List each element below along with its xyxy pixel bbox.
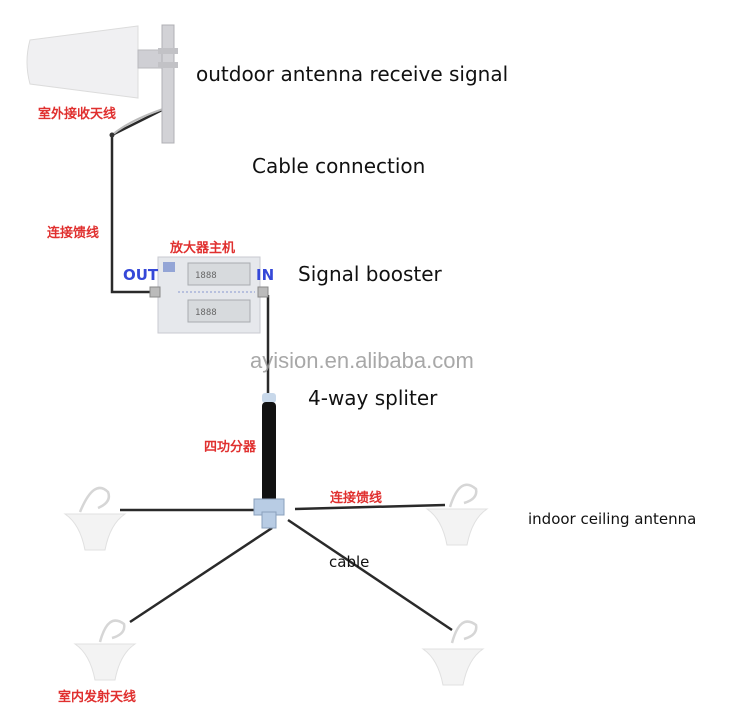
label-cable-connection: Cable connection <box>252 154 426 178</box>
label-cable: cable <box>329 553 370 571</box>
label-signal-booster: Signal booster <box>298 262 442 286</box>
port-in-label: IN <box>256 266 275 284</box>
cn-label-splitter: 四功分器 <box>204 440 257 455</box>
svg-text:1888: 1888 <box>195 308 217 318</box>
label-outdoor-antenna: outdoor antenna receive signal <box>196 62 509 86</box>
cables <box>110 106 453 632</box>
indoor-antenna-bottom-left <box>73 619 137 681</box>
cable-splitter-bottom-right <box>287 518 453 632</box>
indoor-antenna-right <box>425 483 489 546</box>
svg-text:1888: 1888 <box>195 271 217 281</box>
cn-label-feeder-cable-1: 连接馈线 <box>47 226 100 241</box>
port-out-label: OUT <box>123 266 159 284</box>
cable-outdoor-to-booster <box>110 106 167 294</box>
label-splitter: 4-way spliter <box>308 386 438 410</box>
cn-label-indoor-antenna: 室内发射天线 <box>58 690 137 705</box>
splitter-device <box>253 393 285 529</box>
indoor-antenna-bottom-right <box>421 620 485 686</box>
label-indoor-antenna: indoor ceiling antenna <box>528 510 697 528</box>
watermark: ayision.en.alibaba.com <box>250 348 474 373</box>
cn-label-booster-host: 放大器主机 <box>170 241 236 256</box>
indoor-antenna-left <box>63 486 127 551</box>
cable-splitter-right <box>294 503 446 511</box>
outdoor-antenna <box>26 24 178 144</box>
cn-label-outdoor-antenna: 室外接收天线 <box>38 107 117 122</box>
signal-booster-device: 1888 1888 <box>149 256 269 334</box>
cable-outdoor-pigtail <box>111 107 167 136</box>
cn-label-feeder-cable-2: 连接馈线 <box>330 491 383 506</box>
cable-splitter-bottom-left <box>129 526 273 624</box>
